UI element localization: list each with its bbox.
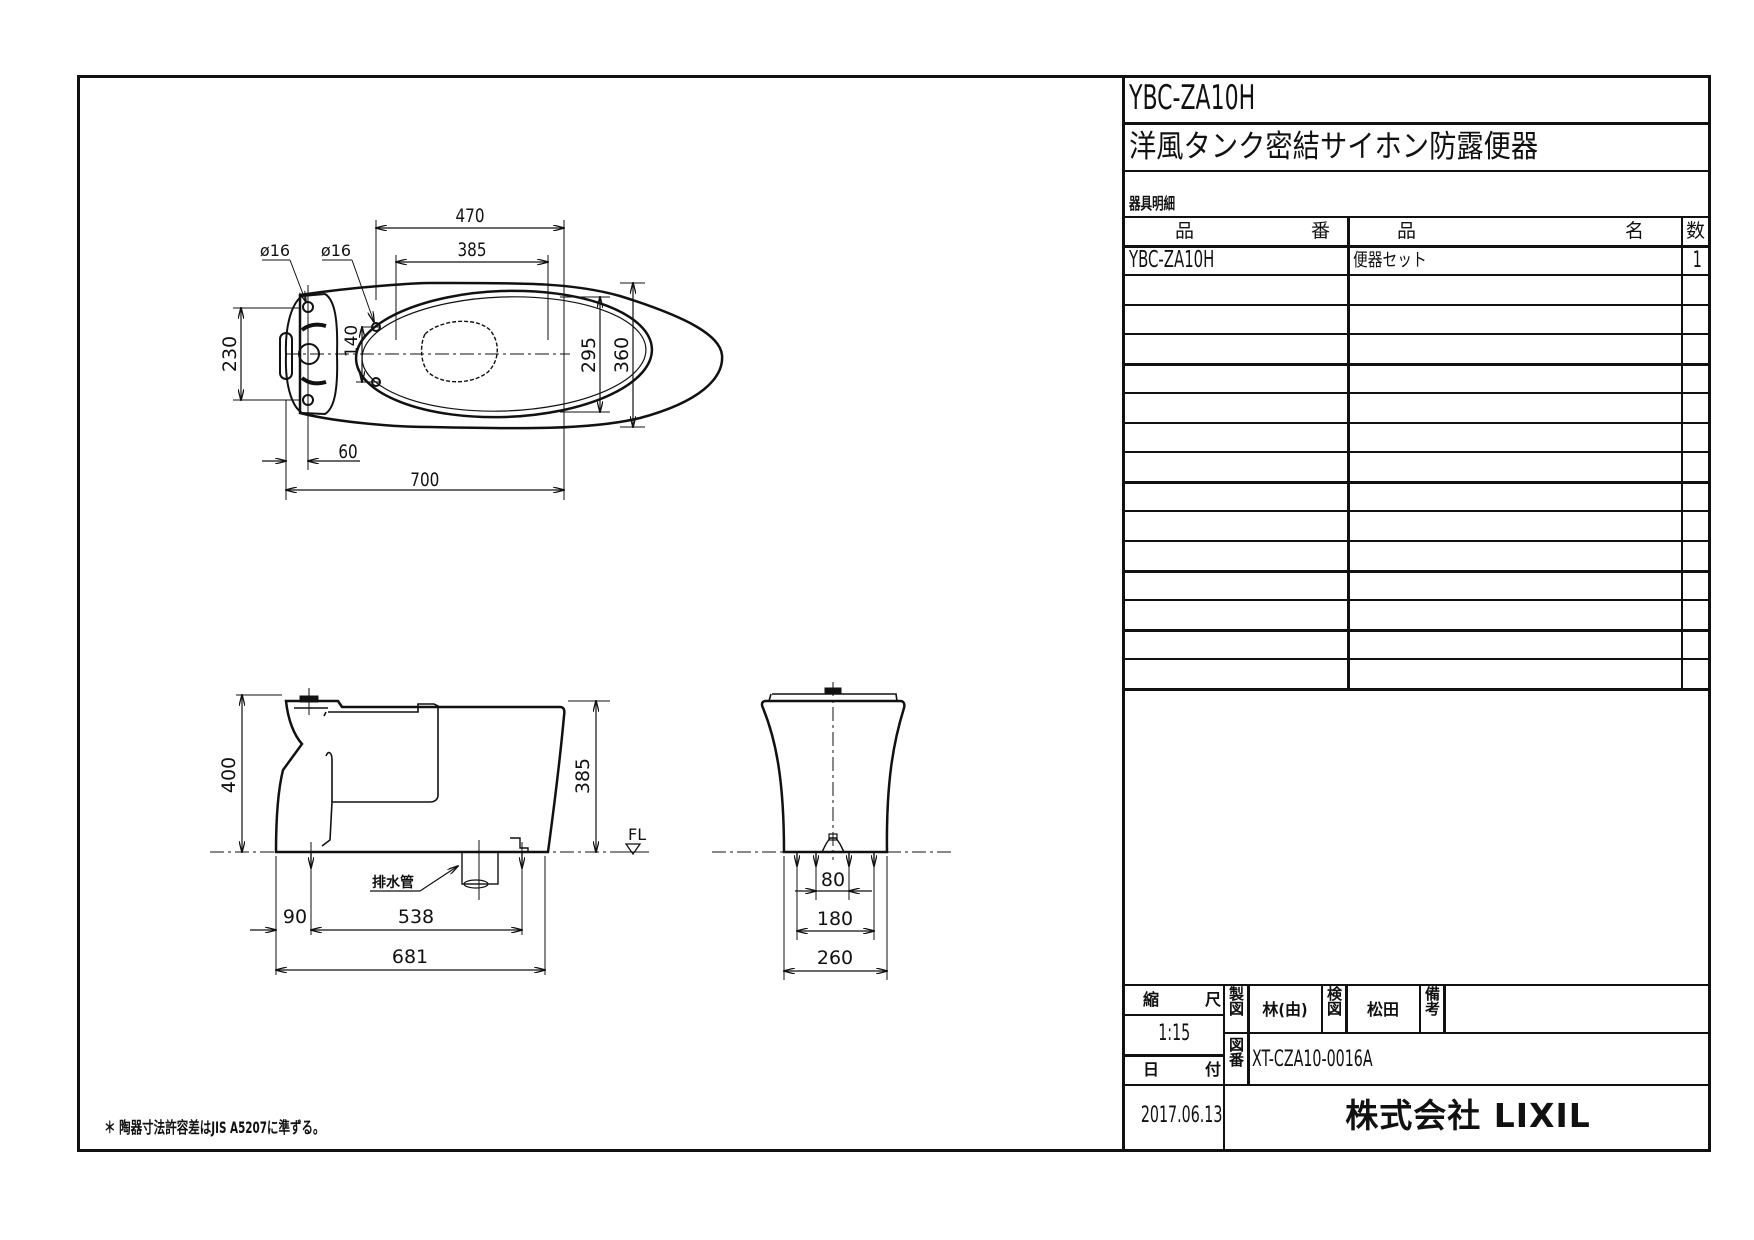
drawing-no-label: 図番 bbox=[1227, 1037, 1245, 1067]
table-row-1-qty: 1 bbox=[1692, 248, 1702, 273]
table-row-1-part-no: YBC-ZA10H bbox=[1129, 247, 1215, 273]
floor-level-label: FL bbox=[628, 825, 646, 844]
hole-dia-tank: ø16 bbox=[260, 241, 290, 260]
dim-700: 700 bbox=[410, 469, 439, 491]
drawn-by: 林(由) bbox=[1262, 1000, 1308, 1019]
remarks-label: 備考 bbox=[1423, 986, 1441, 1016]
parts-list-label: 器具明細 bbox=[1129, 194, 1176, 213]
drawing-views: 470 385 60 700 ø16 ø16 230 140 295 360 bbox=[210, 205, 952, 980]
drawing-number: XT-CZA10-0016A bbox=[1252, 1047, 1373, 1072]
drain-pipe-label: 排水管 bbox=[372, 874, 414, 891]
hole-dia-seat: ø16 bbox=[321, 241, 351, 260]
tolerance-note: ＊ 陶器寸法許容差はJIS A5207に準ずる。 bbox=[104, 1118, 325, 1137]
dim-140: 140 bbox=[342, 325, 362, 357]
dim-180: 180 bbox=[817, 908, 853, 930]
company-logo: 株式会社 LIXIL bbox=[1345, 1096, 1591, 1135]
front-view bbox=[712, 682, 952, 980]
dim-385-height: 385 bbox=[572, 758, 594, 794]
date-value: 2017.06.13 bbox=[1140, 1103, 1223, 1128]
title-block: YBC-ZA10H 洋風タンク密結サイホン防露便器 器具明細 品 番 品 名 数… bbox=[1122, 75, 1711, 1149]
remarks-value bbox=[1445, 986, 1709, 1032]
front-view-dimension-labels: 80 180 260 bbox=[817, 869, 853, 969]
dim-385: 385 bbox=[458, 239, 487, 261]
drawing-frame bbox=[77, 75, 1711, 1152]
header-part-name-1: 品 bbox=[1397, 220, 1417, 242]
checked-by: 松田 bbox=[1366, 1000, 1399, 1019]
top-view-dimension-labels: 470 385 60 700 ø16 ø16 230 140 295 360 bbox=[219, 205, 633, 491]
date-label-1: 日 bbox=[1143, 1060, 1160, 1079]
drawn-label: 製図 bbox=[1227, 986, 1245, 1016]
dim-260: 260 bbox=[817, 947, 853, 969]
scale-label-1: 縮 bbox=[1143, 990, 1160, 1009]
header-quantity: 数 bbox=[1686, 220, 1706, 242]
side-view-dimension-labels: 400 385 FL 90 538 681 排水管 bbox=[218, 757, 646, 968]
model-number: YBC-ZA10H bbox=[1129, 78, 1256, 118]
date-label-2: 付 bbox=[1205, 1060, 1222, 1079]
table-row-1-part-name: 便器セット bbox=[1353, 250, 1427, 271]
dim-60: 60 bbox=[338, 441, 357, 463]
header-part-no-2: 番 bbox=[1311, 220, 1331, 242]
dim-230: 230 bbox=[219, 336, 241, 372]
product-name: 洋風タンク密結サイホン防露便器 bbox=[1129, 129, 1539, 165]
side-view bbox=[210, 688, 650, 975]
dim-90: 90 bbox=[283, 906, 307, 928]
top-view bbox=[233, 220, 724, 500]
dim-538: 538 bbox=[398, 906, 434, 928]
dim-360: 360 bbox=[611, 337, 633, 373]
header-part-no-1: 品 bbox=[1175, 220, 1195, 242]
dim-470: 470 bbox=[456, 205, 485, 227]
scale-label-2: 尺 bbox=[1205, 990, 1222, 1009]
dim-681: 681 bbox=[392, 946, 428, 968]
dim-80: 80 bbox=[821, 869, 845, 891]
checked-label: 検図 bbox=[1325, 986, 1343, 1016]
dim-295: 295 bbox=[578, 337, 600, 373]
dim-400: 400 bbox=[218, 757, 240, 793]
scale-value: 1:15 bbox=[1157, 1021, 1190, 1046]
header-part-name-2: 名 bbox=[1625, 220, 1645, 242]
